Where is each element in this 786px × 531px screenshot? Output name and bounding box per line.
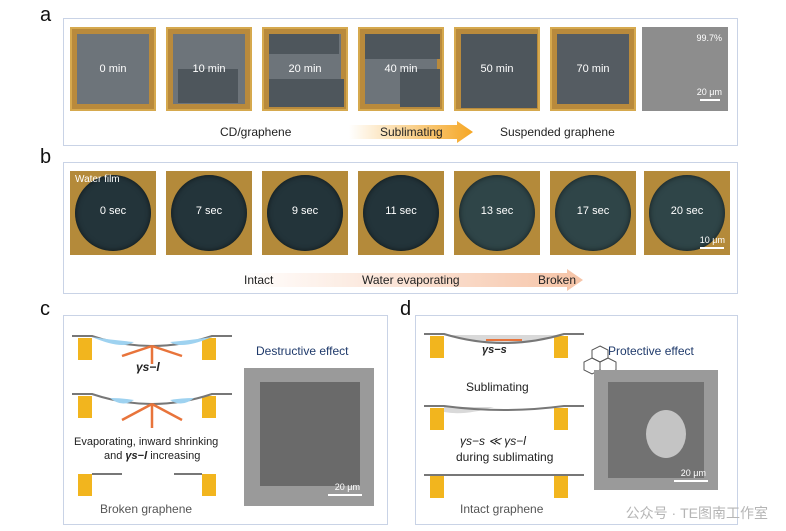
tile-time-label: 11 sec [385,205,417,217]
support-pillar [554,476,568,498]
panel-b-tile-6: 20 sec 10 μm [644,171,730,255]
panel-a-tile-1: 10 min [166,27,252,111]
panel-b-tile-3: 11 sec [358,171,444,255]
schematic-water-film [72,335,232,364]
title-destructive-effect: Destructive effect [256,344,349,358]
panel-letter-b: b [40,146,52,168]
tile-time-label: 9 sec [291,205,319,217]
tile-time-label: 40 min [384,63,418,75]
label-sublimating: Sublimating [380,125,443,139]
scale-label: 10 μm [699,235,725,245]
title-protective-effect: Protective effect [608,344,694,358]
tile-time-label: 0 sec [99,205,127,217]
tile-time-label: 7 sec [195,205,223,217]
scale-bar [328,494,362,496]
support-pillar [430,476,444,498]
schematic-sublimating [424,333,617,375]
panel-b-tile-2: 9 sec [262,171,348,255]
tile-time-label: 0 min [99,63,127,75]
support-pillar [430,336,444,358]
sem-image-protective: 20 μm [594,370,718,490]
gamma-sl-label: γs−l [136,360,160,374]
label-water-evaporating: Water evaporating [362,273,460,287]
tile-time-label: 70 min [576,63,610,75]
tile-time-label: 13 sec [480,205,514,217]
panel-a-tile-2: 20 min [262,27,348,111]
panel-b-tile-5: 17 sec [550,171,636,255]
label-suspended-graphene: Suspended graphene [500,125,615,139]
panel-b: Water film 0 sec 7 sec 9 sec 11 sec 13 s… [63,162,738,294]
support-pillar [78,396,92,418]
panel-b-tile-4: 13 sec [454,171,540,255]
sem-image-destructive: 20 μm [244,368,374,506]
panel-a-tile-4: 50 min [454,27,540,111]
scale-label: 20 μm [334,482,360,492]
panel-letter-c: c [40,298,50,320]
schematic-evaporating [72,393,232,428]
water-film-label: Water film [75,174,120,185]
tile-time-label: 17 sec [576,205,610,217]
label-broken: Broken [538,273,577,287]
label-broken-graphene: Broken graphene [100,502,193,516]
broken-graphene-left [92,473,122,475]
support-pillar [430,408,444,430]
panel-d: γs−s Sublimating γs−s ≪ γs−l during subl… [415,315,738,525]
caption-increasing: and γs−l increasing [104,450,201,462]
panel-letter-d: d [400,298,412,320]
panel-letter-a: a [40,4,52,26]
panel-a-sem-image: 99.7% 20 μm [642,27,728,111]
tile-time-label: 50 min [480,63,514,75]
schematic-sublimated [424,405,584,414]
sublimating-arrow [349,121,473,143]
tile-time-label: 20 min [288,63,322,75]
relation-label: γs−s ≪ γs−l [460,434,526,448]
panel-a-tile-3: 40 min [358,27,444,111]
support-pillar [78,474,92,496]
scale-label: 20 μm [696,87,722,97]
evaporating-arrow [239,269,583,291]
caption-evaporating: Evaporating, inward shrinking [74,436,219,448]
panel-c: γs−l Evaporating, inward shrinking and γ… [63,315,388,525]
broken-graphene-right [174,473,202,475]
scale-label: 20 μm [680,468,706,478]
scale-bar [674,480,708,482]
scale-bar [700,99,720,101]
panel-a-tile-0: 0 min [70,27,156,111]
panel-a: 0 min 10 min 20 min 40 min 50 min 70 min… [63,18,738,146]
support-pillar [202,338,216,360]
panel-b-tile-0: Water film 0 sec [70,171,156,255]
label-sublimating: Sublimating [466,380,529,394]
support-pillar [554,408,568,430]
intact-graphene-line [424,474,584,476]
support-pillar [554,336,568,358]
panel-b-tile-1: 7 sec [166,171,252,255]
support-pillar [202,474,216,496]
watermark: 公众号 · TE图南工作室 [625,505,768,521]
label-cd-graphene: CD/graphene [220,125,292,139]
support-pillar [202,396,216,418]
label-during-sublimating: during sublimating [456,450,554,464]
scale-bar [700,247,724,249]
gamma-ss-label: γs−s [482,344,507,356]
panel-a-tile-5: 70 min [550,27,636,111]
label-intact: Intact [244,273,274,287]
label-intact-graphene: Intact graphene [460,502,544,516]
support-pillar [78,338,92,360]
coverage-percent: 99.7% [696,33,722,43]
tile-time-label: 10 min [192,63,226,75]
tile-time-label: 20 sec [670,205,704,217]
